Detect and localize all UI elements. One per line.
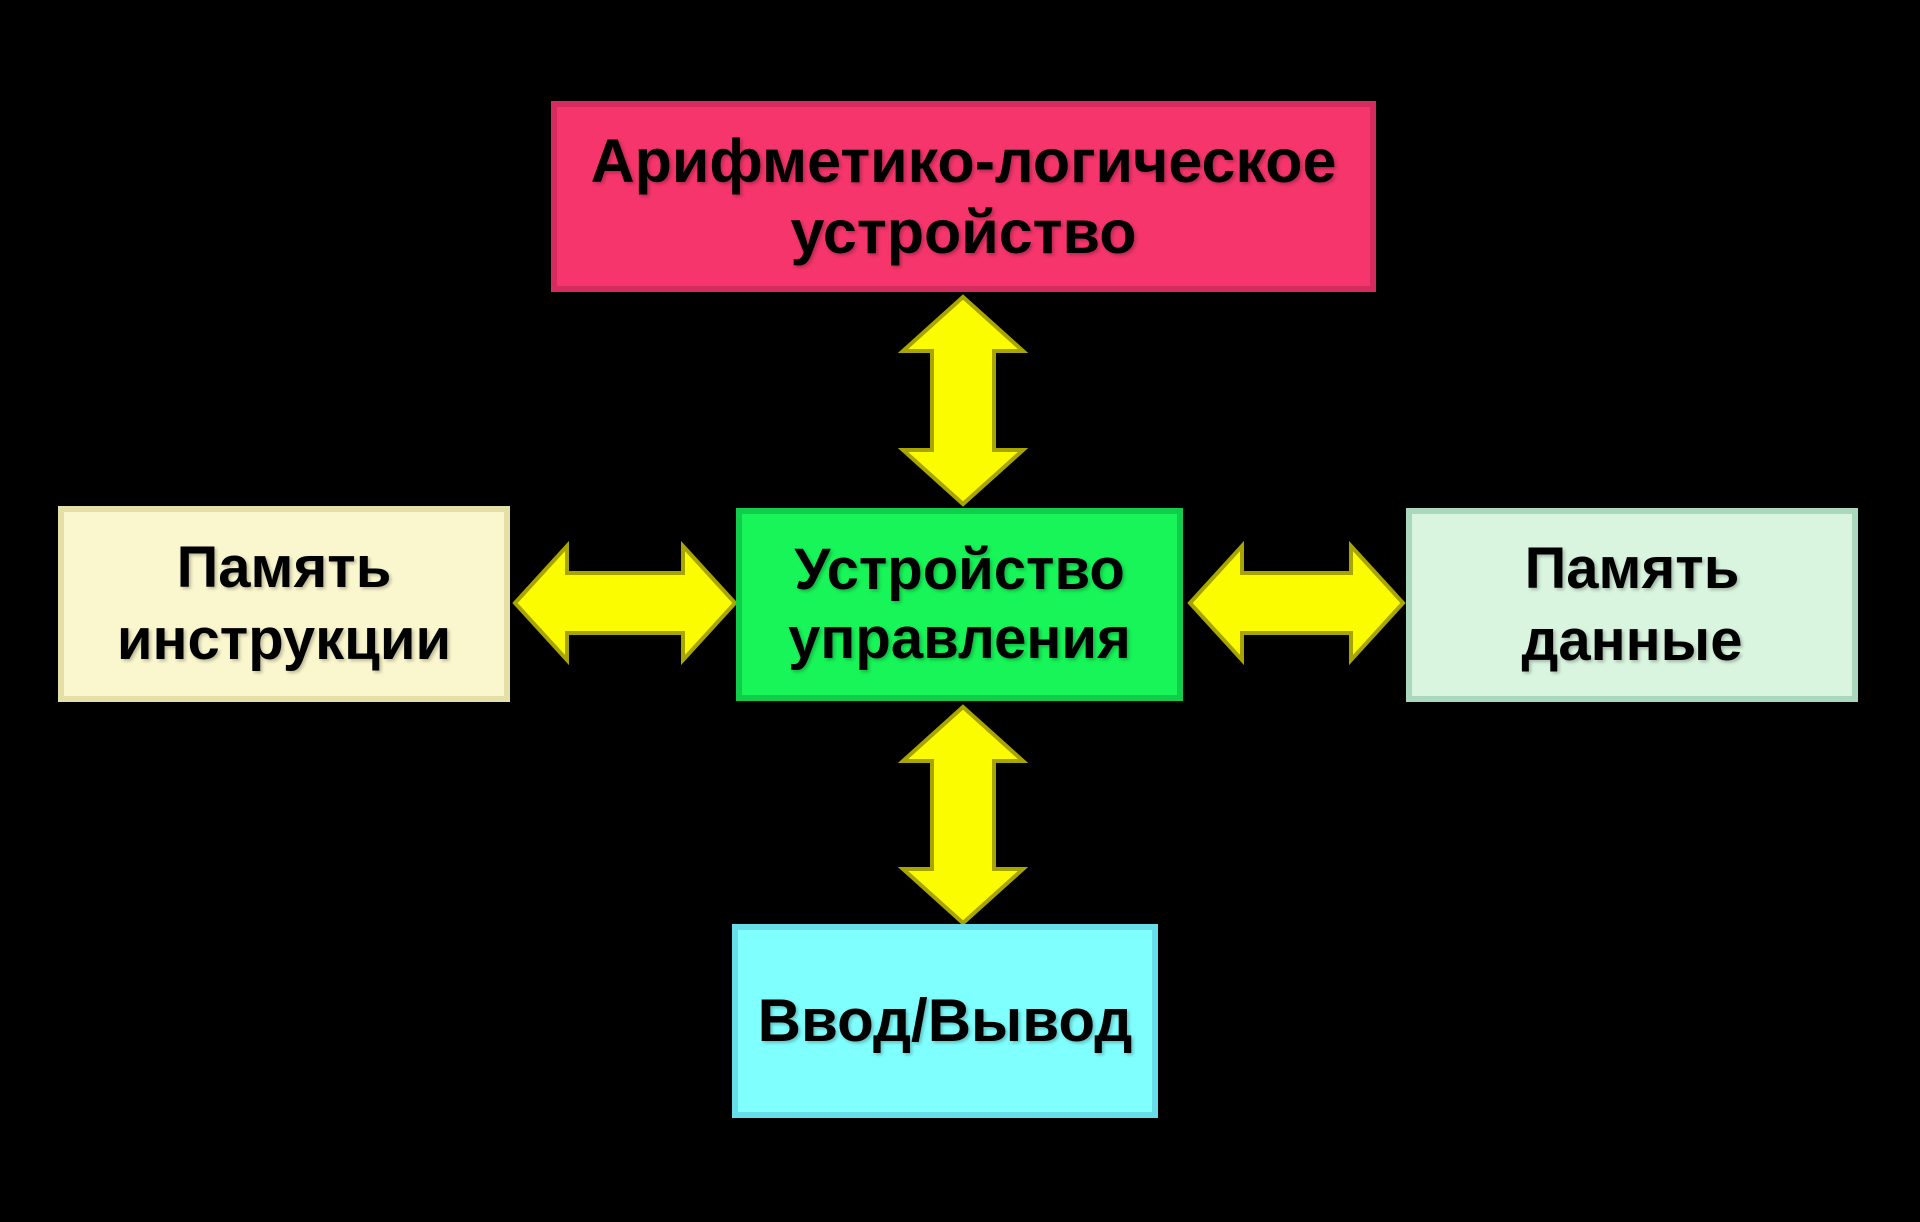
alu-label-line-1: Арифметико-логическое [590,126,1337,195]
double-arrow-vertical-icon [897,294,1029,507]
data-memory-label-line-1: Память [1524,536,1740,602]
instruction-memory-label-line-2: инструкции [116,607,452,672]
control-unit-box: Устройство управления [736,508,1183,701]
alu-box: Арифметико-логическое устройство [551,101,1376,292]
data-memory-label-line-2: данные [1521,608,1743,673]
data-memory-box: Память данные [1406,508,1858,702]
double-arrow-vertical-icon [897,704,1029,926]
alu-label-line-2: устройство [790,197,1137,266]
double-arrow-horizontal-icon [1187,540,1406,666]
control-unit-label-line-2: управления [788,605,1131,671]
control-unit-label-line-1: Устройство [794,537,1125,603]
io-box: Ввод/Вывод [732,924,1158,1118]
instruction-memory-label-line-1: Память [176,535,392,601]
io-label: Ввод/Вывод [757,987,1133,1054]
double-arrow-horizontal-icon [512,540,738,666]
instruction-memory-box: Память инструкции [58,506,510,702]
